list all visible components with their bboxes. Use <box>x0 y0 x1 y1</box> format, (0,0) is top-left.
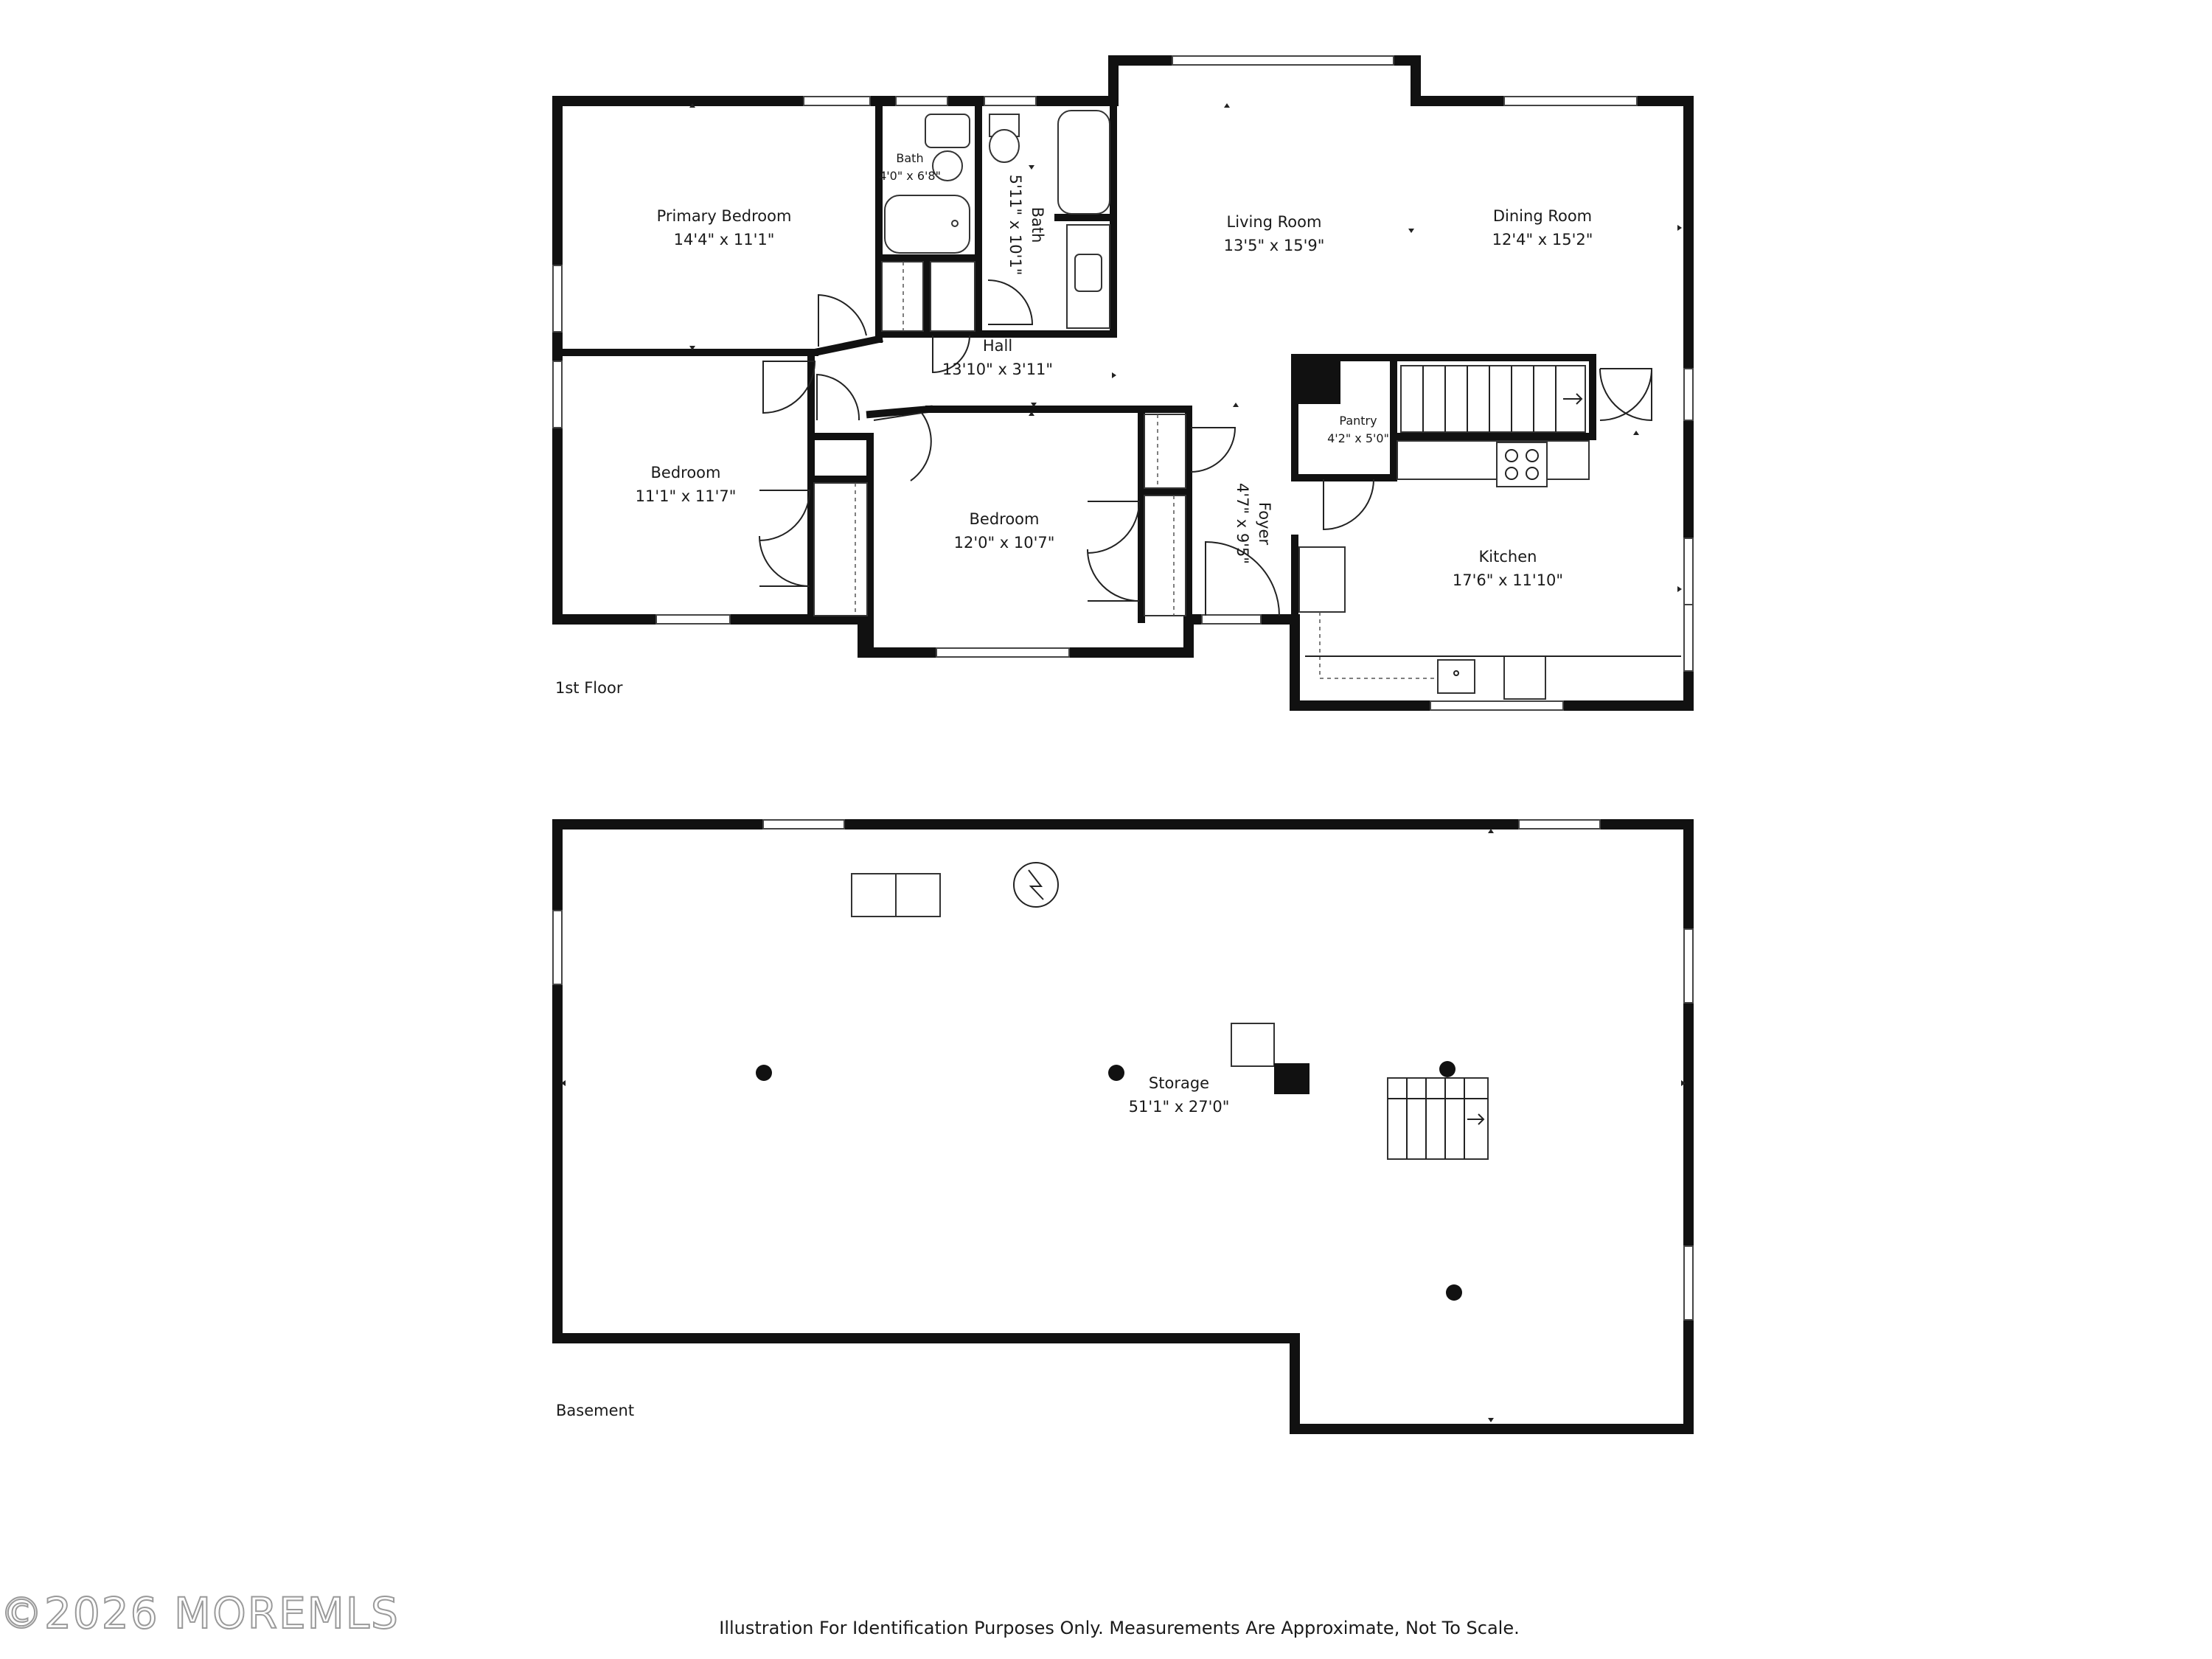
moremls-watermark: ©2026 MOREMLS <box>0 1588 400 1638</box>
room-label-living-room: Living Room 13'5" x 15'9" <box>1224 213 1325 254</box>
first-floor-label: 1st Floor <box>555 679 623 697</box>
chimney-block <box>1296 360 1340 404</box>
first-floor-stairs <box>1400 365 1586 433</box>
kitchen-dims: 17'6" x 11'10" <box>1453 571 1563 589</box>
room-label-bath-main: Bath 5'11" x 10'1" <box>1006 175 1046 276</box>
first-floor-doors <box>759 279 1653 616</box>
first-floor-wall-markers <box>689 103 1682 592</box>
primary-bedroom-dims: 14'4" x 11'1" <box>674 231 775 248</box>
kitchen-fixtures <box>1298 440 1681 700</box>
storage-name: Storage <box>1149 1074 1209 1092</box>
bath-small-dims: 4'0" x 6'8" <box>879 169 941 183</box>
bedroom-west-name: Bedroom <box>651 464 721 481</box>
first-floor-plan: Primary Bedroom 14'4" x 11'1" Bath 4'0" … <box>552 55 1694 711</box>
foyer-name: Foyer <box>1256 502 1273 546</box>
first-floor-closets <box>813 261 1186 616</box>
support-column-4 <box>1446 1284 1462 1301</box>
room-label-pantry: Pantry 4'2" x 5'0" <box>1327 414 1389 445</box>
support-column-1 <box>756 1065 772 1081</box>
bath-main-name: Bath <box>1029 207 1046 243</box>
basement-plan: Storage 51'1" x 27'0" Basement <box>552 819 1694 1434</box>
pantry-dims: 4'2" x 5'0" <box>1327 431 1389 445</box>
basement-wall-markers <box>561 829 1686 1422</box>
room-label-bath-small: Bath 4'0" x 6'8" <box>879 151 941 183</box>
room-label-dining-room: Dining Room 12'4" x 15'2" <box>1492 207 1593 248</box>
disclaimer-text: Illustration For Identification Purposes… <box>719 1618 1519 1638</box>
basement-outer-wall <box>552 819 1694 1434</box>
storage-dims: 51'1" x 27'0" <box>1129 1098 1230 1116</box>
bedroom-center-name: Bedroom <box>970 510 1040 528</box>
hall-name: Hall <box>983 337 1012 355</box>
pantry-name: Pantry <box>1339 414 1377 428</box>
bath-small-name: Bath <box>896 151 923 165</box>
support-column-3 <box>1439 1061 1455 1077</box>
electrical-panel-icon <box>1013 862 1059 908</box>
room-label-bedroom-west: Bedroom 11'1" x 11'7" <box>636 464 737 505</box>
bedroom-center-dims: 12'0" x 10'7" <box>954 534 1055 552</box>
room-label-primary-bedroom: Primary Bedroom 14'4" x 11'1" <box>657 207 792 248</box>
basement-stairs <box>1387 1077 1489 1160</box>
room-label-bedroom-center: Bedroom 12'0" x 10'7" <box>954 510 1055 552</box>
primary-bedroom-name: Primary Bedroom <box>657 207 792 225</box>
dining-room-name: Dining Room <box>1493 207 1592 225</box>
first-floor-interior-walls <box>554 97 1596 656</box>
living-room-dims: 13'5" x 15'9" <box>1224 237 1325 254</box>
basement-label: Basement <box>556 1402 634 1419</box>
first-floor-windows <box>552 55 1694 711</box>
foyer-dims: 4'7" x 9'5" <box>1234 483 1251 564</box>
support-column-2 <box>1108 1065 1124 1081</box>
basement-fixtures <box>756 862 1489 1301</box>
kitchen-name: Kitchen <box>1479 548 1537 566</box>
hall-dims: 13'10" x 3'11" <box>942 361 1053 378</box>
room-label-hall: Hall 13'10" x 3'11" <box>942 337 1053 378</box>
basement-windows <box>552 819 1694 1321</box>
living-room-name: Living Room <box>1227 213 1322 231</box>
room-label-storage: Storage 51'1" x 27'0" <box>1129 1074 1230 1116</box>
bath-main-dims: 5'11" x 10'1" <box>1006 175 1024 276</box>
bedroom-west-dims: 11'1" x 11'7" <box>636 487 737 505</box>
dining-room-dims: 12'4" x 15'2" <box>1492 231 1593 248</box>
room-label-foyer: Foyer 4'7" x 9'5" <box>1234 483 1273 564</box>
bath-fixtures <box>884 110 1110 329</box>
room-label-kitchen: Kitchen 17'6" x 11'10" <box>1453 548 1563 589</box>
